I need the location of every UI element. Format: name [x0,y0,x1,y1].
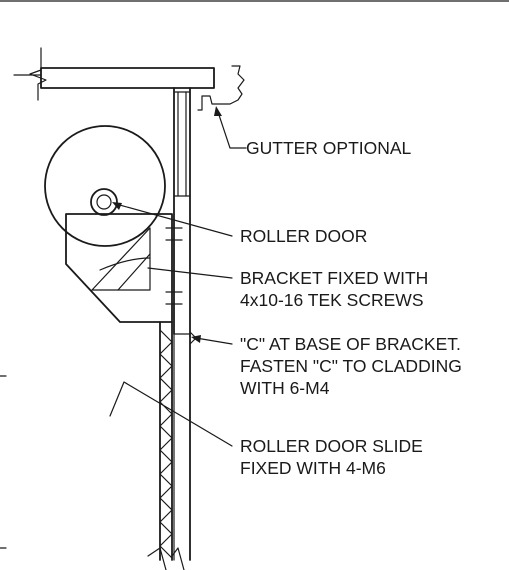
leader-slide [109,381,233,447]
label-bracket-line1: BRACKET FIXED WITH [240,268,428,288]
leader-c-base [195,337,233,345]
gutter-outline [197,65,245,111]
label-gutter-optional: GUTTER OPTIONAL [246,138,412,158]
label-c-line1: "C" AT BASE OF BRACKET. [240,334,461,354]
roller-door-slide [147,321,197,570]
label-slide-line2: FIXED WITH 4-M6 [240,458,386,478]
slide-break-line [147,547,167,570]
roller-drum [44,125,166,247]
leader-lines [109,106,247,447]
roller-axle-outer [90,188,118,216]
leader-roller-door [115,203,233,237]
bracket-stiffener [91,227,151,291]
leader-gutter [217,111,247,149]
label-bracket-line2: 4x10-16 TEK SCREWS [240,290,424,310]
label-slide-line1: ROLLER DOOR SLIDE [240,436,423,456]
leader-bracket [147,267,233,279]
roller-axle-inner [96,194,112,210]
bracket-plate [65,213,183,323]
label-roller-door: ROLLER DOOR [240,226,367,246]
roof-beam [13,47,215,101]
beam-break-line [29,47,47,101]
label-c-line2: FASTEN "C" TO CLADDING [240,356,462,376]
vertical-post [173,87,191,337]
label-c-line3: WITH 6-M4 [240,378,330,398]
